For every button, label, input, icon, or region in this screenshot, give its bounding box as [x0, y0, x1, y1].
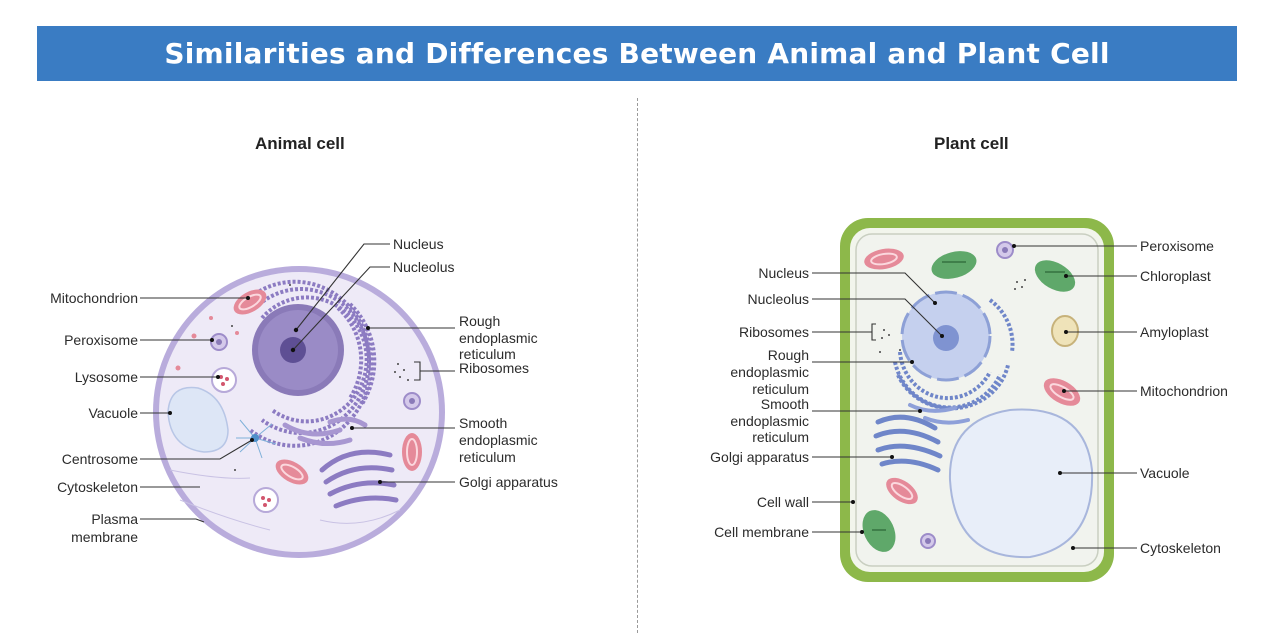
- plant-label-mitochondrion: Mitochondrion: [1140, 383, 1228, 399]
- plant-label-nucleolus: Nucleolus: [748, 291, 809, 307]
- animal-label-peroxisome: Peroxisome: [64, 332, 138, 348]
- animal-label-plasma-membrane-1: Plasma: [91, 511, 138, 527]
- animal-golgi: [319, 449, 399, 509]
- animal-label-rough-er-3: reticulum: [459, 346, 516, 362]
- animal-vacuole: [167, 386, 229, 453]
- plant-label-chloroplast: Chloroplast: [1140, 268, 1211, 284]
- plant-label-cell-wall: Cell wall: [757, 494, 809, 510]
- animal-label-ribosomes: Ribosomes: [459, 360, 529, 376]
- plant-nucleolus: [933, 325, 959, 351]
- plant-vacuole: [948, 408, 1094, 559]
- plant-smooth-er: [908, 403, 970, 425]
- plant-label-peroxisome: Peroxisome: [1140, 238, 1214, 254]
- animal-lysosome: [211, 367, 237, 393]
- animal-cell-illustration: [153, 266, 445, 558]
- plant-label-cytoskeleton: Cytoskeleton: [1140, 540, 1221, 556]
- plant-golgi: [873, 414, 943, 473]
- animal-centrosome: [236, 419, 277, 459]
- animal-cell-title: Animal cell: [255, 134, 345, 153]
- plant-label-smooth-er-3: reticulum: [752, 429, 809, 445]
- animal-leader-lines: [140, 243, 455, 523]
- plant-label-cell-membrane: Cell membrane: [714, 524, 809, 540]
- plant-label-nucleus: Nucleus: [758, 265, 809, 281]
- animal-label-rough-er-1: Rough: [459, 313, 500, 329]
- animal-label-centrosome: Centrosome: [62, 451, 138, 467]
- page-title: Similarities and Differences Between Ani…: [164, 37, 1110, 70]
- animal-mitochondria: [233, 289, 422, 485]
- plant-cell-title: Plant cell: [934, 134, 1009, 153]
- animal-label-vacuole: Vacuole: [88, 405, 138, 421]
- animal-label-lysosome: Lysosome: [75, 369, 139, 385]
- animal-label-plasma-membrane-2: membrane: [71, 529, 138, 545]
- plant-label-rough-er-2: endoplasmic: [730, 364, 809, 380]
- plant-label-amyloplast: Amyloplast: [1140, 324, 1209, 340]
- plant-mitochondria: [864, 248, 1081, 505]
- animal-smooth-er: [282, 416, 368, 446]
- animal-label-nucleolus: Nucleolus: [393, 259, 454, 275]
- plant-label-ribosomes: Ribosomes: [739, 324, 809, 340]
- animal-label-smooth-er-1: Smooth: [459, 415, 507, 431]
- plant-label-rough-er-1: Rough: [768, 347, 809, 363]
- animal-label-mitochondrion: Mitochondrion: [50, 290, 138, 306]
- animal-label-cytoskeleton: Cytoskeleton: [57, 479, 138, 495]
- animal-label-nucleus: Nucleus: [393, 236, 444, 252]
- animal-label-smooth-er-2: endoplasmic: [459, 432, 538, 448]
- plant-label-vacuole: Vacuole: [1140, 465, 1190, 481]
- panel-divider: [637, 98, 638, 633]
- plant-label-smooth-er-1: Smooth: [761, 396, 809, 412]
- plant-label-golgi: Golgi apparatus: [710, 449, 809, 465]
- plant-cell-illustration: [840, 218, 1114, 582]
- animal-label-rough-er-2: endoplasmic: [459, 330, 538, 346]
- animal-label-golgi: Golgi apparatus: [459, 474, 558, 490]
- plant-leader-lines: [812, 245, 1137, 549]
- title-banner: Similarities and Differences Between Ani…: [37, 26, 1237, 81]
- plant-chloroplasts: [862, 251, 1076, 552]
- plant-label-smooth-er-2: endoplasmic: [730, 413, 809, 429]
- animal-label-smooth-er-3: reticulum: [459, 449, 516, 465]
- plant-label-rough-er-3: reticulum: [752, 381, 809, 397]
